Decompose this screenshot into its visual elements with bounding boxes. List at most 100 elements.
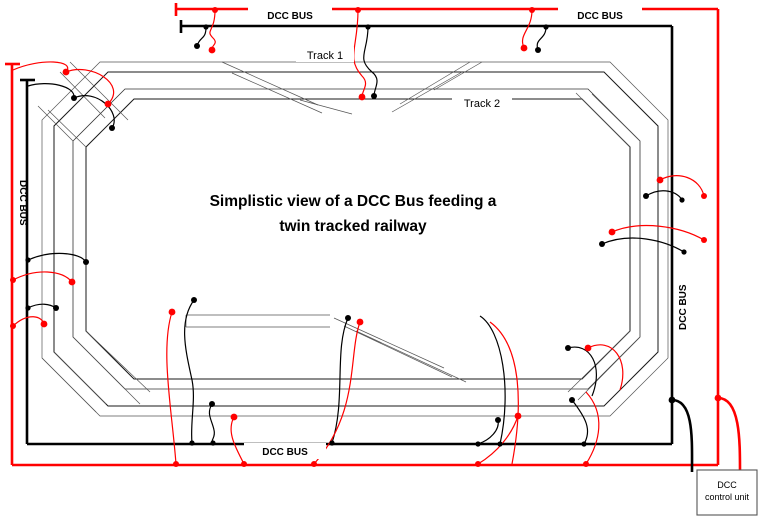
node-red — [40, 320, 48, 328]
node-red — [241, 461, 247, 467]
control-unit-red-lead — [717, 396, 742, 473]
track1-inner-rail — [53, 71, 659, 407]
node-red — [584, 344, 592, 352]
point-lower-left-b — [72, 336, 141, 405]
control-unit-label-line1: DCC — [717, 480, 737, 490]
node-black — [109, 125, 115, 131]
track2-label: Track 2 — [464, 98, 500, 110]
node-red — [10, 323, 16, 329]
bus-label-top-left: DCC BUS — [267, 11, 313, 22]
node-red — [104, 100, 112, 108]
node-red — [173, 461, 179, 467]
node-black — [191, 297, 197, 303]
dropper-red-top-2 — [353, 9, 367, 98]
crossover-upper-mid-b — [221, 61, 319, 106]
dropper-red-bottom-1 — [166, 311, 177, 465]
node-red — [529, 7, 535, 13]
dcc-control-unit[interactable]: DCC control unit — [696, 469, 758, 516]
dropper-black-top-2 — [363, 26, 378, 97]
dropper-red-top-3 — [522, 9, 533, 49]
node-black — [329, 440, 335, 446]
crossover-lower-mid-a — [333, 317, 445, 369]
crossover-upper-right-a — [391, 71, 463, 113]
point-lower-right-a — [567, 330, 631, 393]
track2-outer-rail — [72, 88, 641, 390]
node-red — [714, 394, 722, 402]
node-black — [668, 396, 676, 404]
dropper-black-right-2 — [601, 237, 685, 253]
node-black — [25, 257, 31, 263]
bus-label-bg — [248, 7, 332, 23]
node-black — [83, 259, 89, 265]
node-black — [365, 24, 371, 30]
point-upper-left-c — [47, 109, 87, 148]
bus-label-right: DCC BUS — [678, 284, 689, 330]
control-unit-box[interactable] — [696, 469, 758, 516]
point-upper-right-a — [575, 92, 631, 148]
node-red — [701, 237, 707, 243]
node-red — [656, 176, 664, 184]
node-black — [535, 47, 541, 53]
dropper-red-top-1 — [209, 9, 216, 51]
node-black — [209, 401, 215, 407]
node-red — [311, 461, 317, 467]
track-layout — [37, 61, 669, 417]
track1-outer-rail — [41, 61, 669, 417]
bus-label-top-right: DCC BUS — [577, 11, 623, 22]
dropper-red-left-2 — [65, 68, 115, 105]
dropper-red-bottom-6 — [585, 391, 600, 465]
track-label-bg — [452, 95, 512, 110]
diagram-title-line2: twin tracked railway — [279, 218, 427, 235]
track1-label: Track 1 — [307, 50, 343, 62]
node-black — [581, 441, 587, 447]
point-upper-right-b — [591, 93, 641, 142]
node-black — [25, 305, 31, 311]
node-black — [345, 315, 351, 321]
node-black — [681, 249, 687, 255]
node-red — [208, 46, 216, 54]
dropper-black-left-1 — [27, 83, 75, 99]
dropper-black-bottom-5 — [479, 315, 506, 445]
point-lower-left-a — [85, 330, 151, 393]
dropper-red-left-4 — [12, 316, 45, 327]
node-black — [543, 24, 549, 30]
dropper-black-top-1 — [196, 26, 207, 47]
node-red — [608, 228, 616, 236]
node-red — [62, 68, 70, 76]
dropper-black-right-1 — [645, 190, 683, 201]
crossover-upper-mid-a — [231, 72, 323, 114]
bus-label-bg — [244, 443, 326, 459]
point-lower-left-d — [53, 351, 107, 405]
dropper-black-bottom-4 — [477, 419, 499, 445]
node-red — [10, 277, 16, 283]
node-black — [497, 441, 503, 447]
node-black — [565, 345, 571, 351]
node-red — [168, 308, 176, 316]
crossover-upper-mid-c — [299, 99, 353, 115]
point-lower-right-b — [577, 336, 641, 401]
dropper-black-bottom-6 — [571, 399, 589, 445]
control-unit-black-lead — [671, 398, 694, 473]
node-black — [599, 241, 605, 247]
connection-nodes — [10, 7, 722, 467]
node-black — [210, 440, 216, 446]
node-red — [356, 318, 364, 326]
dropper-red-bottom-4 — [477, 415, 519, 465]
node-red — [701, 193, 707, 199]
node-red — [212, 7, 218, 13]
node-black — [71, 95, 77, 101]
dropper-red-left-3 — [12, 271, 73, 283]
dropper-black-bottom-1 — [184, 299, 195, 444]
node-red — [514, 412, 522, 420]
node-black — [495, 417, 501, 423]
feeder-droppers — [12, 9, 742, 473]
track-label-bg — [296, 47, 354, 62]
crossover-lower-mid-c — [355, 330, 467, 383]
node-black — [189, 440, 195, 446]
node-black — [679, 197, 685, 203]
bus-label-left: DCC BUS — [17, 180, 28, 226]
crossover-upper-right-c — [433, 61, 483, 91]
dropper-black-right-3 — [567, 346, 597, 397]
